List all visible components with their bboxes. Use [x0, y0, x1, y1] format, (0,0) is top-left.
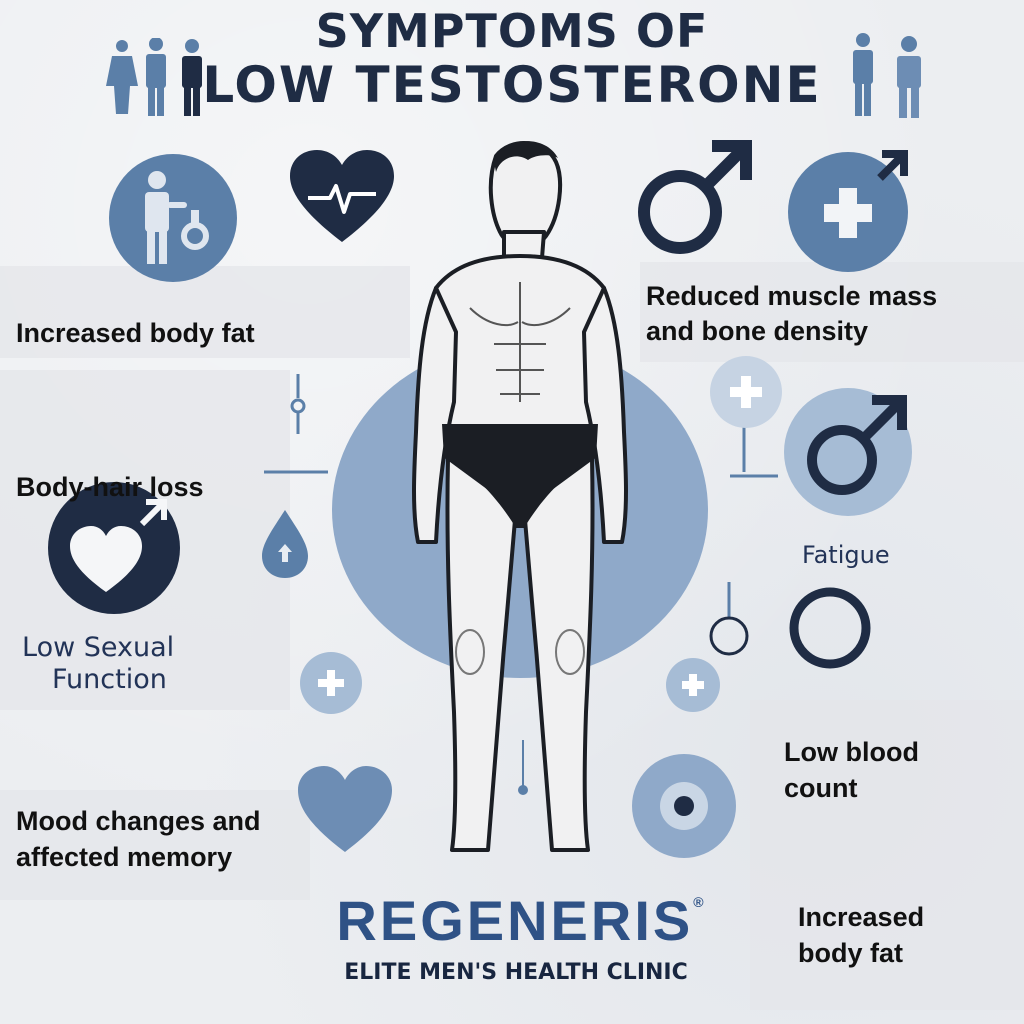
brand-name: REGENERIS®	[320, 888, 720, 953]
round-badge-icon	[628, 752, 740, 860]
ring-pendant-icon	[704, 580, 754, 660]
panel-right-bottom	[750, 700, 1024, 1010]
drop-icon	[258, 506, 312, 580]
label-low-sexual-function-line-1: Low Sexual	[22, 632, 175, 663]
label-increased-body-fat-left: Increased body fat	[16, 318, 255, 348]
label-reduced-muscle-mass-line-1: Reduced muscle mass	[646, 281, 938, 311]
label-mood-changes-line-2: affected memory	[16, 842, 233, 872]
brand-tagline: ELITE MEN'S HEALTH CLINIC	[344, 960, 688, 985]
label-reduced-muscle-mass-line-2: and bone density	[646, 316, 869, 346]
male-plus-icon	[786, 148, 918, 272]
ring-icon	[786, 584, 874, 672]
registered-mark: ®	[693, 894, 704, 910]
person-with-lock-icon	[107, 152, 239, 284]
label-low-sexual-function-line-2: Function	[52, 664, 167, 695]
label-increased-body-fat-right-line-1: Increased	[798, 902, 925, 932]
label-low-blood-count-line-2: count	[784, 773, 858, 803]
plus-circle-icon-left	[298, 650, 364, 716]
people-pair-icon	[845, 32, 935, 120]
brand-name-text: REGENERIS	[336, 889, 694, 952]
male-symbol-circle-icon	[782, 384, 922, 520]
page-title-line-2: LOW TESTOSTERONE	[202, 56, 822, 114]
heart-male-icon	[46, 480, 182, 616]
man-figure-illustration	[396, 132, 644, 868]
heart-pulse-icon	[290, 150, 394, 246]
label-fatigue: Fatigue	[802, 541, 890, 569]
panel-left-bottom	[0, 790, 310, 900]
pendant-dot-icon	[516, 740, 530, 800]
label-body-hair-loss: Body-hair loss	[16, 472, 204, 502]
plus-circle-icon-right-top	[708, 354, 784, 430]
male-symbol-icon	[632, 134, 758, 260]
connector-left	[256, 368, 336, 488]
panel-right-top	[640, 262, 1024, 362]
panel-left-top	[0, 266, 410, 358]
label-increased-body-fat-right-line-2: body fat	[798, 938, 903, 968]
label-low-blood-count-line-1: Low blood	[784, 737, 919, 767]
page-title-line-1: SYMPTOMS OF	[315, 4, 709, 58]
plus-circle-icon-right-bottom	[664, 656, 722, 714]
people-group-icon	[100, 38, 220, 118]
heart-icon	[296, 764, 394, 854]
label-mood-changes-line-1: Mood changes and	[16, 806, 261, 836]
